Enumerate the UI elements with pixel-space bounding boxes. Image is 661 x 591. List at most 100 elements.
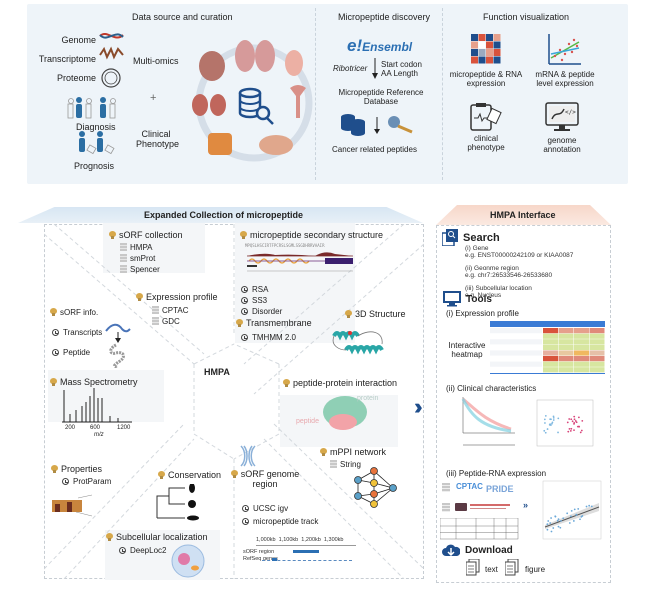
scatter-point — [556, 519, 559, 522]
bulb-icon — [136, 293, 143, 301]
tools-peptide-rna: (iii) Peptide-RNA expression — [446, 469, 547, 478]
mass-spec-tick: 200 — [65, 425, 76, 431]
scatter-point — [566, 421, 569, 424]
heatmap-cell — [558, 344, 574, 350]
bulb-icon — [230, 470, 238, 478]
chevron-right-icon: » — [523, 500, 528, 510]
heatmap-cell — [589, 356, 605, 362]
tool-icon — [242, 505, 249, 512]
scatter-point — [572, 520, 575, 522]
stomach-icon — [199, 51, 225, 81]
heatmap-cell — [543, 361, 558, 367]
document-icon[interactable] — [505, 559, 519, 576]
cloud-download-icon[interactable] — [442, 543, 460, 558]
clinical-scatter-plot — [536, 399, 594, 447]
scatter-point — [575, 514, 578, 516]
scatter-point — [549, 418, 552, 421]
intestine-icon — [208, 133, 232, 155]
heatmap-row — [490, 361, 542, 367]
scatter-point — [557, 518, 560, 521]
arrow-down-icon — [374, 129, 380, 134]
heatmap-row — [490, 344, 542, 350]
divider — [315, 8, 316, 180]
cptac-logo: CPTAC — [456, 482, 483, 491]
scatter-point — [568, 428, 571, 430]
scatter-point — [579, 431, 582, 434]
kidney-icon — [192, 94, 208, 116]
criteria-label: Start codon AA Length — [381, 60, 422, 79]
bulb-icon — [283, 379, 290, 387]
omics-proteome: Proteome — [56, 73, 96, 83]
correlation-plot — [542, 480, 602, 540]
heatmap-cell — [589, 344, 605, 350]
heatmap-cell — [558, 333, 574, 339]
scatter-point — [559, 526, 562, 529]
scatter-point — [569, 430, 572, 432]
tool-icon — [241, 308, 248, 315]
database-icon — [152, 306, 159, 314]
scatter-point — [552, 415, 555, 418]
breast-icon — [285, 50, 303, 76]
search-title: Search — [463, 232, 500, 244]
scatter-point — [544, 422, 546, 424]
database-icon — [330, 460, 337, 468]
center-label: HMPA — [204, 367, 230, 377]
transmembrane-title: Transmembrane — [236, 318, 312, 328]
scatter-point — [546, 428, 549, 430]
organs-circle — [192, 40, 313, 162]
scatter-point — [543, 429, 546, 432]
arrow-down-icon — [372, 58, 378, 79]
scatter-point — [585, 505, 588, 508]
ppi-peptide-label: peptide — [296, 418, 319, 425]
database-icon — [442, 483, 450, 492]
omics-icons — [99, 33, 124, 88]
heatmap-cell — [574, 356, 589, 362]
bulb-icon — [320, 448, 327, 456]
chromosome-icon — [240, 445, 256, 467]
heatmap-cell — [558, 328, 574, 334]
interactive-heatmap[interactable] — [490, 321, 605, 379]
dna-icon — [99, 33, 124, 39]
bulb-icon — [158, 471, 165, 479]
prognosis-label: Prognosis — [74, 161, 115, 171]
document-icon[interactable] — [466, 559, 480, 576]
pride-logo: PRIDE — [486, 484, 514, 494]
heatmap-cell — [543, 333, 558, 339]
scatter-point — [580, 429, 583, 432]
heatmap-cell — [589, 339, 605, 345]
download-figure-button[interactable]: figure — [525, 565, 546, 574]
download-title: Download — [465, 545, 513, 556]
scatter-point — [570, 515, 572, 518]
download-text-button[interactable]: text — [485, 565, 498, 574]
heatmap-cell — [543, 350, 558, 356]
scatter-point — [544, 415, 547, 417]
scatter-point — [562, 517, 565, 520]
scatter-point — [570, 509, 573, 512]
sorf-info-transcripts: Transcripts — [52, 328, 102, 337]
heatmap-cell — [558, 361, 574, 367]
heatmap-cell — [558, 356, 574, 362]
heatmap-cell — [558, 367, 574, 373]
scatter-icon — [548, 34, 581, 65]
plus-icon: + — [150, 92, 157, 104]
conservation-title: Conservation — [158, 470, 221, 480]
heatmap-cell — [543, 328, 558, 334]
interface-box — [436, 225, 611, 583]
hex-grid — [44, 224, 424, 579]
heatmap-row — [490, 367, 542, 373]
scatter-point — [547, 520, 550, 522]
mppi-source: String — [330, 460, 361, 469]
scatter-point — [577, 416, 580, 419]
mass-spec-tick: 1200 — [117, 425, 131, 431]
heatmap-row — [490, 328, 542, 334]
search-icon[interactable] — [442, 229, 458, 246]
rna-icon — [99, 46, 124, 60]
expression-profile-list: CPTAC GDC — [152, 305, 189, 327]
scatter-point — [577, 508, 580, 510]
subcellular-title: Subcellular localization — [106, 532, 208, 542]
database-icon — [120, 243, 127, 251]
